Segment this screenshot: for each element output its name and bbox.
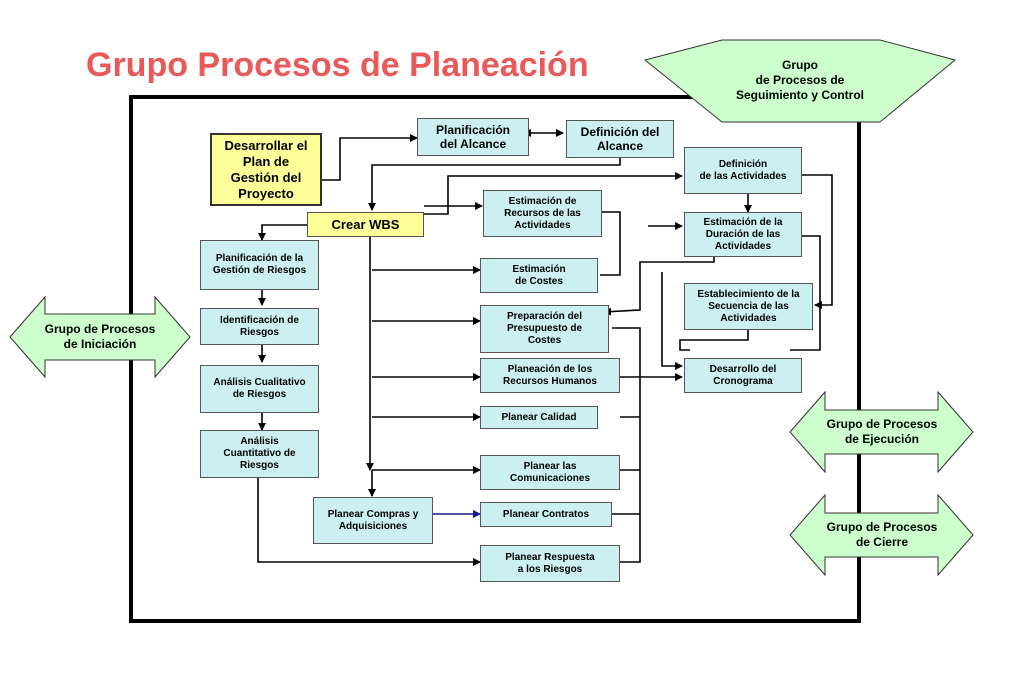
process-estimacion-duracion[interactable]: Estimación de la Duración de las Activid… <box>684 212 802 257</box>
group-cierre-label: Grupo de Procesos de Cierre <box>826 520 938 549</box>
process-analisis-cuantitativo[interactable]: Análisis Cuantitativo de Riesgos <box>200 430 319 478</box>
process-planear-respuesta[interactable]: Planear Respuesta a los Riesgos <box>480 545 620 582</box>
group-ejecucion-shape <box>789 390 974 474</box>
group-ejecucion-label: Grupo de Procesos de Ejecución <box>826 417 938 446</box>
process-establecimiento-secuencia[interactable]: Establecimiento de la Secuencia de las A… <box>684 283 813 330</box>
process-planificacion-riesgos[interactable]: Planificación de la Gestión de Riesgos <box>200 240 319 290</box>
process-preparacion-presupuesto[interactable]: Preparación del Presupuesto de Costes <box>480 305 609 353</box>
process-planificacion-alcance[interactable]: Planificación del Alcance <box>417 118 529 156</box>
process-desarrollar-plan[interactable]: Desarrollar el Plan de Gestión del Proye… <box>210 133 322 206</box>
process-planear-contratos[interactable]: Planear Contratos <box>480 502 612 527</box>
process-planear-comunicaciones[interactable]: Planear las Comunicaciones <box>480 455 620 490</box>
group-seguimiento-label: Grupo de Procesos de Seguimiento y Contr… <box>735 57 864 102</box>
process-desarrollo-cronograma[interactable]: Desarrollo del Cronograma <box>684 358 802 393</box>
process-crear-wbs[interactable]: Crear WBS <box>307 212 424 237</box>
process-definicion-actividades[interactable]: Definición de las Actividades <box>684 147 802 194</box>
group-iniciacion-label: Grupo de Procesos de Iniciación <box>44 322 156 351</box>
process-identificacion-riesgos[interactable]: Identificación de Riesgos <box>200 308 319 345</box>
group-iniciacion-shape <box>9 295 191 379</box>
group-cierre-shape <box>789 493 974 577</box>
process-definicion-alcance[interactable]: Definición del Alcance <box>566 120 674 158</box>
process-estimacion-recursos[interactable]: Estimación de Recursos de las Actividade… <box>483 190 602 237</box>
process-planeacion-rrhh[interactable]: Planeación de los Recursos Humanos <box>480 358 620 393</box>
group-seguimiento-shape <box>643 39 957 123</box>
page-title: Grupo Procesos de Planeación <box>86 46 589 84</box>
process-planear-compras[interactable]: Planear Compras y Adquisiciones <box>313 497 433 544</box>
process-analisis-cualitativo[interactable]: Análisis Cualitativo de Riesgos <box>200 365 319 413</box>
process-planear-calidad[interactable]: Planear Calidad <box>480 406 598 429</box>
process-estimacion-costes[interactable]: Estimación de Costes <box>480 258 598 293</box>
